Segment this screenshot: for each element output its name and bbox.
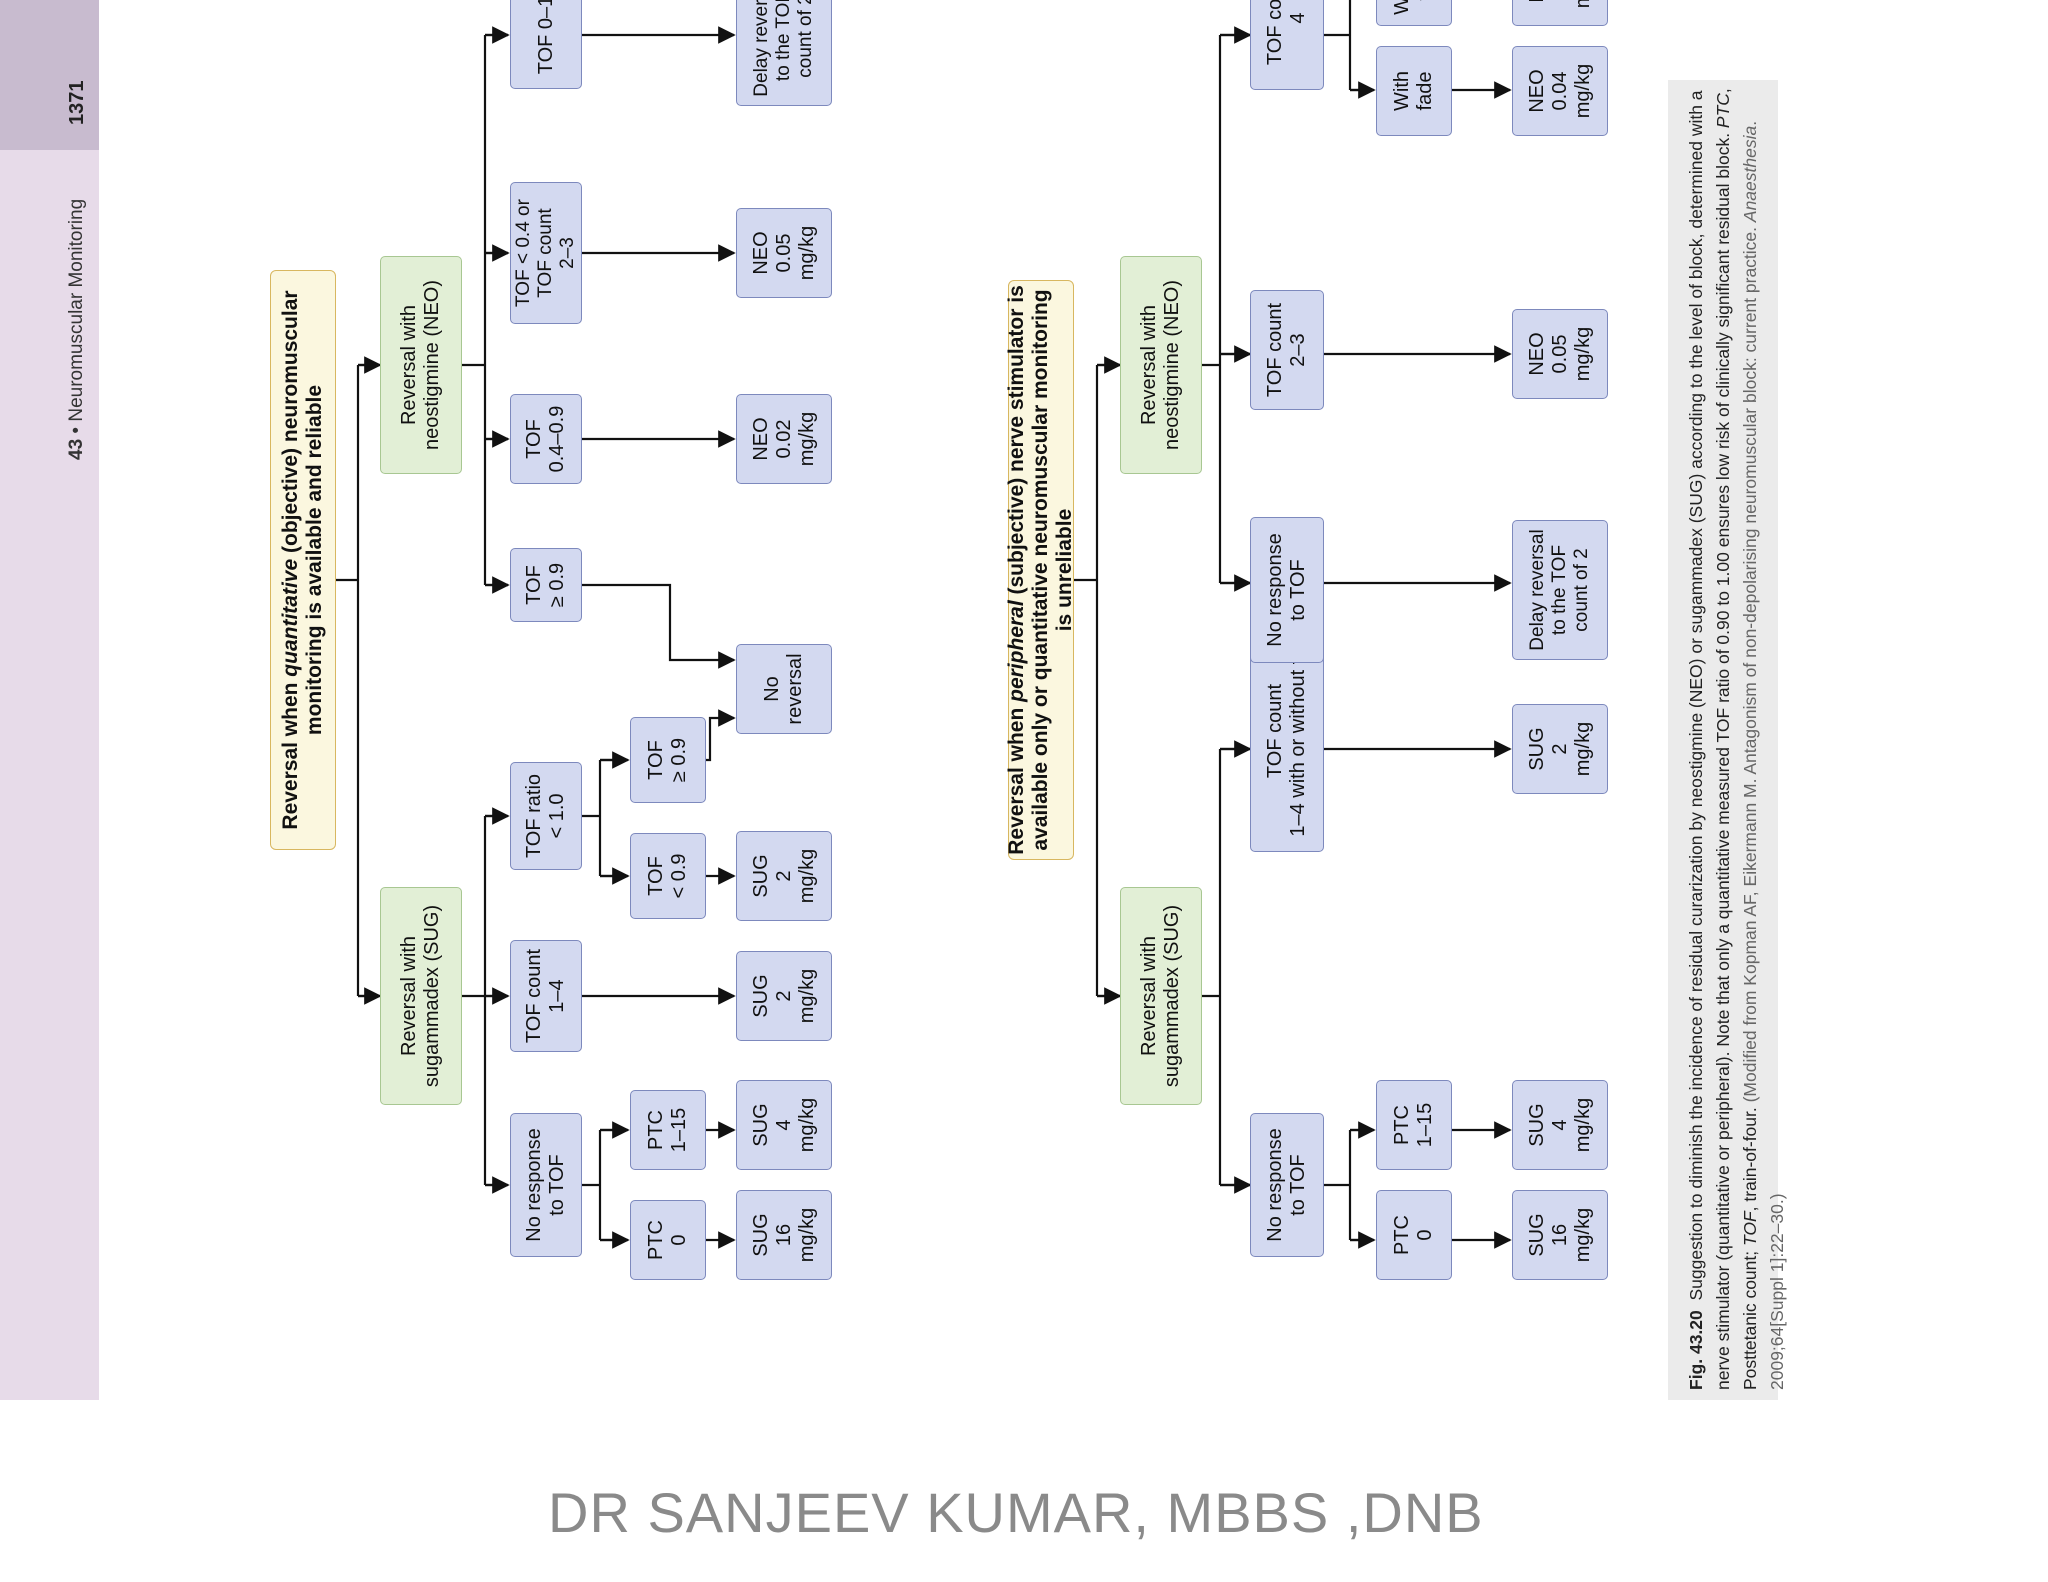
top-tof-ge-0-9-sug: TOF ≥ 0.9	[630, 717, 706, 803]
top-sug-4: SUG 4 mg/kg	[736, 1080, 832, 1170]
figure-caption: Fig. 43.20 Suggestion to diminish the in…	[1683, 80, 1791, 1390]
top-ratio-split	[580, 758, 625, 878]
top-neo-0-02: NEO 0.02 mg/kg	[736, 394, 832, 484]
chapter-title: Neuromuscular Monitoring	[66, 198, 87, 422]
flowchart-area: Reversal when quantitative (objective) n…	[240, 0, 1800, 1360]
top-root-label: Reversal when quantitative (objective) n…	[278, 290, 326, 830]
caption-background	[1668, 80, 1778, 1400]
bottom-neo-split	[1202, 33, 1250, 585]
top-neostigmine-branch: Reversal with neostigmine (NEO)	[380, 256, 462, 474]
bottom-noresp-split	[1320, 1128, 1370, 1242]
top-no-response-to-tof: No response to TOF	[510, 1113, 582, 1257]
bottom-sug-16: SUG 16 mg/kg	[1512, 1190, 1608, 1280]
top-sug-2-ratio: SUG 2 mg/kg	[736, 831, 832, 921]
bottom-sug-4: SUG 4 mg/kg	[1512, 1080, 1608, 1170]
top-root-quantitative: Reversal when quantitative (objective) n…	[270, 270, 336, 850]
top-tof-count-1-4: TOF count 1–4	[510, 940, 582, 1052]
caption-source-journal: Anaesthesia	[1740, 125, 1760, 223]
top-tof-0-4-0-9: TOF 0.4–0.9	[510, 394, 582, 484]
top-tof-lt-0-9: TOF < 0.9	[630, 833, 706, 919]
chapter-heading: 43 • Neuromuscular Monitoring	[66, 199, 88, 460]
top-neo-0-05: NEO 0.05 mg/kg	[736, 208, 832, 298]
caption-abbr-ptc: PTC	[1713, 93, 1733, 129]
top-ptc-0: PTC 0	[630, 1200, 706, 1280]
chapter-separator: •	[66, 426, 87, 434]
bottom-neo-0-02: NEO 0.02 mg/kg	[1512, 0, 1608, 26]
bottom-root-peripheral: Reversal when peripheral (subjective) ne…	[1004, 280, 1077, 860]
top-sug-16: SUG 16 mg/kg	[736, 1190, 832, 1280]
caption-abbr-tof: TOF	[1740, 1211, 1760, 1247]
reversal-flowchart: Reversal when quantitative (objective) n…	[240, 0, 1608, 1360]
top-neo-split	[462, 33, 508, 587]
top-sugammadex-branch: Reversal with sugammadex (SUG)	[380, 887, 462, 1105]
top-ptc-1-15: PTC 1–15	[630, 1090, 706, 1170]
bottom-neo-0-04: NEO 0.04 mg/kg	[1512, 46, 1608, 136]
page-number-tab	[0, 0, 99, 150]
page-number: 1371	[66, 80, 88, 126]
top-noresp-split	[580, 1128, 625, 1242]
top-no-reversal: No reversal	[736, 644, 832, 734]
bottom-with-fade: With fade	[1376, 46, 1452, 136]
bottom-sug-2: SUG 2 mg/kg	[1512, 704, 1608, 794]
top-tof-0-1: TOF 0–1	[510, 0, 582, 89]
top-tof-ratio-lt-1: TOF ratio < 1.0	[510, 762, 582, 870]
top-sug-2-count: SUG 2 mg/kg	[736, 951, 832, 1041]
caption-source-1: (Modified from Kopman AF, Eikermann M. A…	[1740, 222, 1760, 1103]
chapter-number: 43	[66, 438, 87, 460]
bottom-tof-count-2-3: TOF count 2–3	[1250, 290, 1324, 410]
top-sug-split	[462, 814, 505, 1187]
bottom-delay-reversal: Delay reversal to the TOF count of 2	[1512, 520, 1608, 660]
bottom-sug-split	[1202, 747, 1250, 1187]
bottom-root-label: Reversal when peripheral (subjective) ne…	[1004, 285, 1077, 855]
figure-label: Fig. 43.20	[1686, 1310, 1706, 1390]
bottom-sugammadex-branch: Reversal with sugammadex (SUG)	[1120, 887, 1202, 1105]
bottom-tof-count-4: TOF count 4	[1250, 0, 1324, 90]
connector-lines	[335, 0, 1512, 1249]
caption-text-1: Suggestion to diminish the incidence of …	[1686, 90, 1733, 1390]
top-root-split	[335, 363, 378, 998]
top-delay-reversal: Delay reversal to the TOF count of 2	[736, 0, 832, 106]
bottom-ptc-0: PTC 0	[1376, 1190, 1452, 1280]
top-tof-ge-0-9-neo: TOF ≥ 0.9	[510, 548, 582, 622]
bottom-tof4-split	[1320, 0, 1370, 92]
bottom-ptc-1-15: PTC 1–15	[1376, 1080, 1452, 1170]
bottom-neo-0-05: NEO 0.05 mg/kg	[1512, 309, 1608, 399]
bottom-without-fade: Without fade	[1376, 0, 1452, 26]
caption-text-3: , train-of-four.	[1740, 1102, 1760, 1212]
bottom-root-split	[1074, 363, 1120, 998]
bottom-neostigmine-branch: Reversal with neostigmine (NEO)	[1120, 256, 1202, 474]
watermark: DR SANJEEV KUMAR, MBBS ,DNB	[548, 1481, 1484, 1544]
chapter-sidebar	[0, 0, 99, 1400]
bottom-no-response-neo: No response to TOF	[1250, 517, 1324, 663]
top-tof-lt-0-4: TOF < 0.4 or TOF count 2–3	[510, 182, 582, 324]
bottom-no-response-sug: No response to TOF	[1250, 1113, 1324, 1257]
